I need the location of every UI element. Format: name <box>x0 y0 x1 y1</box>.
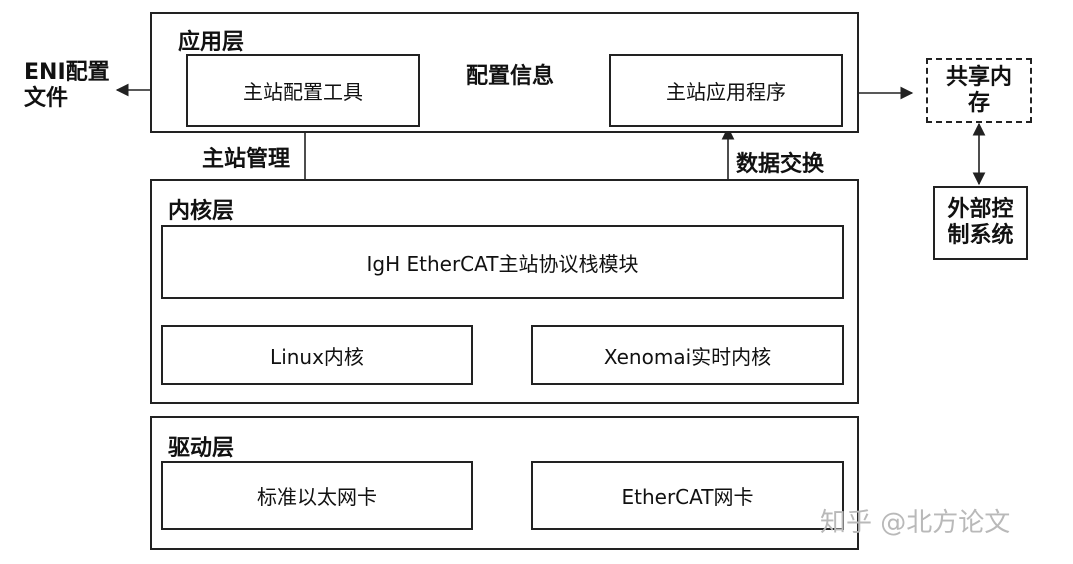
config-info-label: 配置信息 <box>466 64 555 89</box>
xenomai-kernel-box: Xenomai实时内核 <box>531 325 844 385</box>
data-exchange-label: 数据交换 <box>736 152 825 177</box>
xenomai-kernel-label: Xenomai实时内核 <box>603 344 772 369</box>
linux-kernel-box: Linux内核 <box>161 325 473 385</box>
watermark: 知乎 @北方论文 <box>820 508 1011 538</box>
master-management-label: 主站管理 <box>202 147 291 172</box>
external-control-system-label: 外部控 制系统 <box>947 197 1014 248</box>
standard-nic-label: 标准以太网卡 <box>257 485 377 509</box>
ethercat-nic-label: EtherCAT网卡 <box>621 485 754 509</box>
shared-memory-label: 共享内 存 <box>945 64 1012 116</box>
linux-kernel-label: Linux内核 <box>270 344 364 369</box>
master-config-tool-label: 主站配置工具 <box>243 80 363 104</box>
driver-layer-title: 驱动层 <box>168 436 235 461</box>
igh-module-box: IgH EtherCAT主站协议栈模块 <box>161 225 844 299</box>
master-app-label: 主站应用程序 <box>666 80 786 104</box>
shared-memory-box: 共享内 存 <box>926 58 1032 123</box>
master-app-box: 主站应用程序 <box>609 54 843 127</box>
igh-module-label: IgH EtherCAT主站协议栈模块 <box>366 251 639 276</box>
standard-nic-box: 标准以太网卡 <box>161 461 473 530</box>
master-config-tool-box: 主站配置工具 <box>186 54 420 127</box>
eni-file-label: ENI配置 文件 <box>24 60 110 111</box>
ethercat-nic-box: EtherCAT网卡 <box>531 461 844 530</box>
kernel-layer-title: 内核层 <box>168 199 235 224</box>
application-layer-title: 应用层 <box>178 30 245 55</box>
external-control-system-box: 外部控 制系统 <box>933 186 1028 260</box>
